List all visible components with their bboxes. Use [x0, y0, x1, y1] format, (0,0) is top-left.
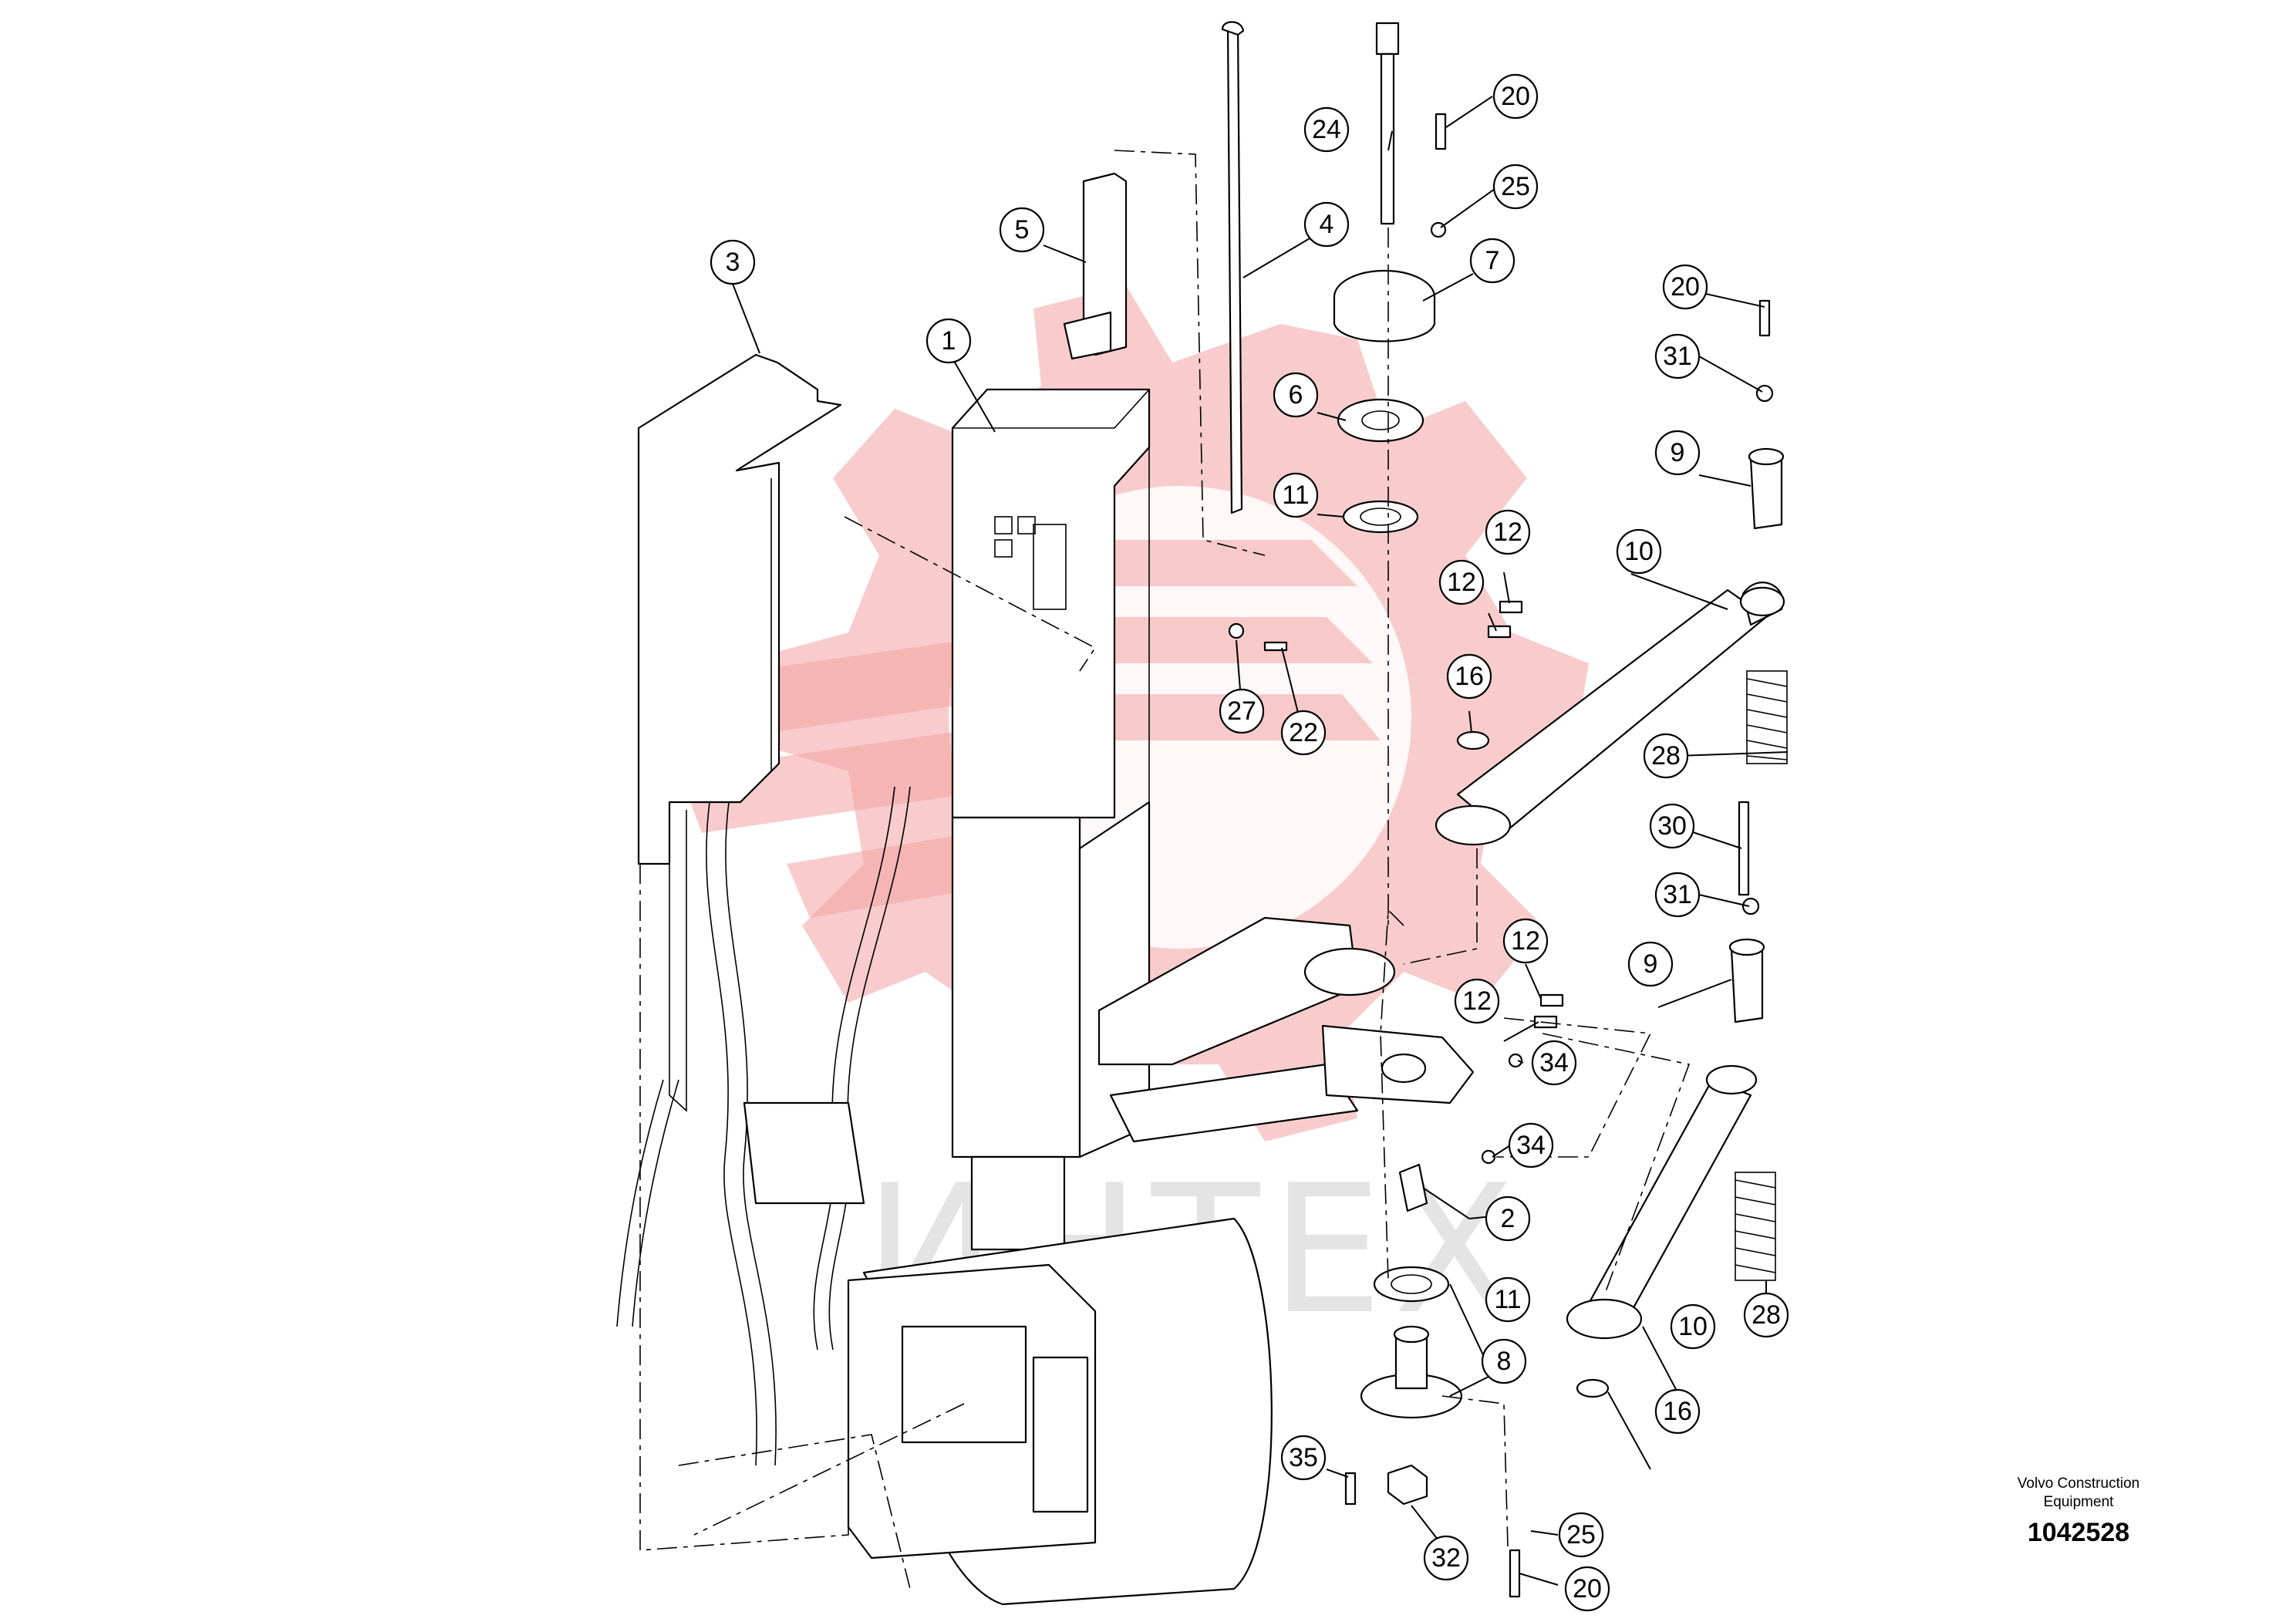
svg-text:34: 34 [1516, 1131, 1546, 1160]
spring-lower [1735, 1172, 1776, 1281]
svg-text:12: 12 [1462, 986, 1492, 1016]
svg-text:25: 25 [1566, 1520, 1596, 1549]
callout-9-lower: 9 [1627, 941, 1674, 987]
svg-text:11: 11 [1494, 1285, 1521, 1314]
svg-text:12: 12 [1511, 926, 1540, 956]
svg-text:25: 25 [1501, 172, 1530, 201]
brand-name: Volvo Construction Equipment [2017, 1475, 2140, 1510]
callout-35: 35 [1280, 1435, 1327, 1481]
callout-11-lower: 11 [1485, 1276, 1531, 1323]
callout-28-upper: 28 [1643, 733, 1689, 779]
callout-34-upper: 34 [1531, 1040, 1577, 1086]
callout-16-lower: 16 [1654, 1388, 1701, 1435]
callout-32: 32 [1423, 1535, 1469, 1581]
callout-1: 1 [925, 318, 972, 364]
callout-25-top: 25 [1492, 164, 1539, 210]
callout-31-upper: 31 [1654, 333, 1701, 379]
callout-12-d: 12 [1454, 978, 1500, 1024]
svg-text:34: 34 [1539, 1048, 1569, 1077]
svg-text:16: 16 [1455, 662, 1484, 691]
svg-text:12: 12 [1493, 518, 1522, 547]
svg-text:10: 10 [1624, 537, 1654, 566]
svg-text:10: 10 [1678, 1312, 1708, 1341]
svg-text:9: 9 [1671, 438, 1685, 467]
callout-24: 24 [1303, 106, 1350, 153]
svg-text:4: 4 [1320, 210, 1334, 239]
drawing-number: 1042528 [2027, 1518, 2130, 1547]
callout-3: 3 [710, 239, 756, 285]
callout-8: 8 [1481, 1338, 1527, 1384]
svg-text:28: 28 [1651, 741, 1681, 771]
svg-text:6: 6 [1289, 380, 1303, 410]
svg-text:22: 22 [1289, 718, 1318, 747]
callout-20-bottom: 20 [1564, 1566, 1610, 1612]
svg-text:11: 11 [1282, 481, 1309, 510]
callout-12-b: 12 [1438, 559, 1485, 605]
svg-text:31: 31 [1663, 880, 1692, 909]
svg-text:32: 32 [1431, 1543, 1461, 1573]
svg-text:20: 20 [1501, 82, 1530, 111]
callout-27: 27 [1219, 688, 1265, 734]
svg-text:7: 7 [1485, 246, 1500, 275]
svg-text:16: 16 [1663, 1397, 1692, 1426]
callout-9-upper: 9 [1654, 430, 1701, 476]
svg-text:3: 3 [726, 248, 740, 277]
callout-10-upper: 10 [1616, 528, 1662, 575]
svg-text:9: 9 [1644, 949, 1658, 979]
callout-5: 5 [999, 207, 1045, 253]
callout-2: 2 [1485, 1195, 1531, 1242]
callout-7: 7 [1469, 238, 1515, 284]
svg-text:31: 31 [1663, 342, 1692, 371]
callout-16-upper: 16 [1446, 653, 1492, 700]
callout-22: 22 [1280, 710, 1327, 756]
svg-text:2: 2 [1501, 1204, 1515, 1233]
callout-11-upper: 11 [1273, 472, 1319, 518]
svg-text:5: 5 [1015, 215, 1030, 244]
callout-28-lower: 28 [1743, 1292, 1789, 1338]
callout-25-bottom: 25 [1558, 1512, 1604, 1558]
callout-30: 30 [1649, 803, 1695, 849]
spring-upper [1746, 670, 1788, 764]
svg-text:30: 30 [1657, 811, 1687, 841]
svg-text:12: 12 [1447, 568, 1476, 597]
svg-text:20: 20 [1671, 272, 1700, 302]
callout-34-lower: 34 [1508, 1122, 1554, 1168]
callout-20-right: 20 [1662, 264, 1708, 310]
svg-text:24: 24 [1312, 115, 1341, 144]
callout-6: 6 [1273, 372, 1319, 418]
callout-12-a: 12 [1485, 509, 1531, 555]
callout-20-top: 20 [1492, 73, 1539, 120]
parts-linework [616, 21, 1788, 1606]
callout-10-lower: 10 [1670, 1303, 1716, 1350]
callout-12-c: 12 [1502, 918, 1549, 964]
callout-4: 4 [1303, 201, 1350, 248]
svg-text:1: 1 [942, 326, 956, 356]
brand-block: Volvo Construction Equipment 1042528 [1978, 1475, 2179, 1548]
svg-text:35: 35 [1289, 1443, 1318, 1472]
svg-text:8: 8 [1497, 1347, 1512, 1376]
svg-text:27: 27 [1227, 696, 1256, 726]
svg-text:28: 28 [1752, 1300, 1781, 1330]
svg-text:20: 20 [1573, 1574, 1602, 1603]
callout-31-lower: 31 [1654, 872, 1701, 918]
